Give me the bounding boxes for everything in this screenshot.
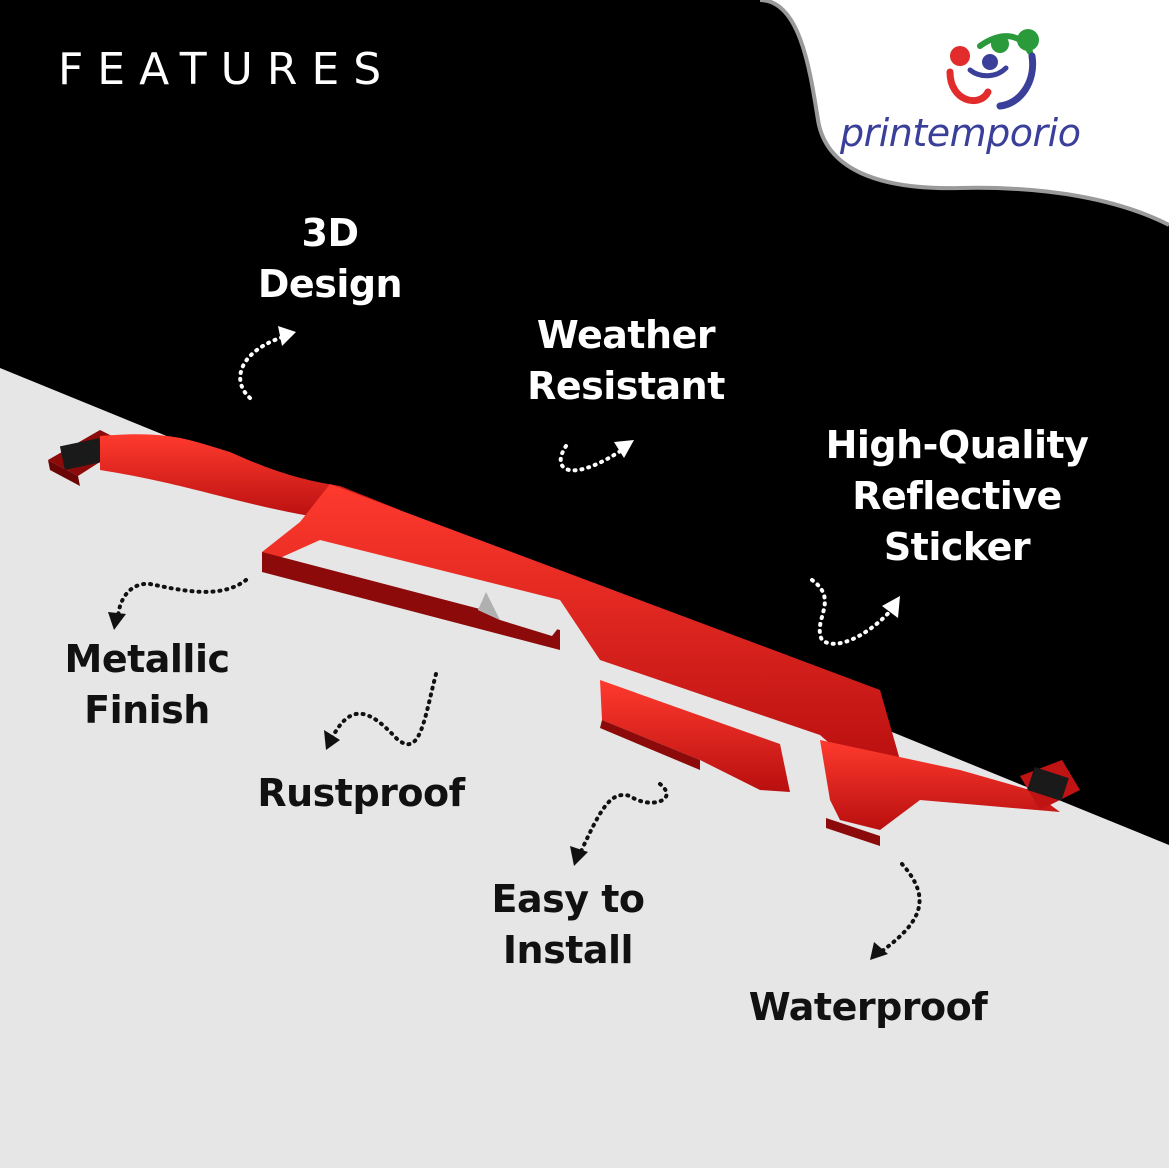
feature-waterproof: Waterproof (748, 985, 988, 1029)
emblem-body (48, 430, 1080, 846)
feature-3d-design: 3D Design (257, 211, 403, 306)
feature-reflective-sticker: High-Quality Reflective Sticker (825, 423, 1089, 569)
logo-people-icon (946, 29, 1039, 110)
brand-logo: printemporio (830, 22, 1150, 172)
feature-metallic-finish: Metallic Finish (64, 637, 231, 732)
feature-rustproof: Rustproof (257, 771, 465, 815)
feature-weather-resistant: Weather Resistant (527, 313, 725, 408)
logo-wordmark: printemporio (840, 111, 1081, 155)
feature-easy-to-install: Easy to Install (491, 877, 646, 972)
page-title: FEATURES (58, 44, 396, 95)
